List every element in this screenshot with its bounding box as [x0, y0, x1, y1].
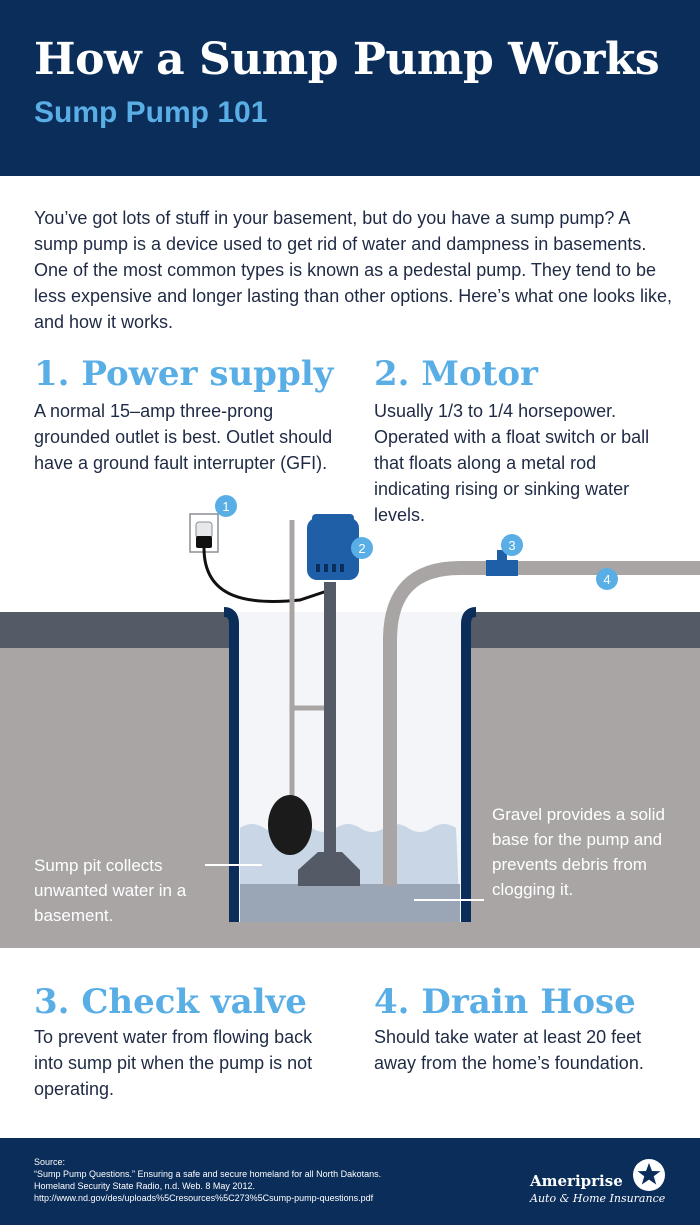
intro-paragraph: You’ve got lots of stuff in your basemen… [34, 208, 673, 332]
marker-2: 2 [351, 537, 373, 559]
brand-subtitle: Auto & Home Insurance [530, 1192, 666, 1205]
pit-wall-right [461, 607, 477, 922]
callout-sump-pit: Sump pit collects unwanted water in a ba… [34, 856, 187, 925]
source-line: “Sump Pump Questions.” Ensuring a safe a… [34, 1169, 382, 1179]
svg-text:2: 2 [358, 541, 365, 556]
section-title-motor: 2. Motor [374, 354, 538, 394]
section-text-check-valve: To prevent water from flowing back into … [34, 1027, 313, 1099]
footer-banner [0, 1138, 700, 1225]
svg-text:3: 3 [508, 538, 515, 553]
section-text-drain-hose: Should take water at least 20 feet away … [374, 1027, 644, 1073]
svg-text:1: 1 [222, 499, 229, 514]
plug-icon [196, 536, 212, 548]
float-ball [268, 795, 312, 855]
pit-wall-left [223, 607, 239, 922]
motor-cap [312, 514, 354, 524]
motor-vent [332, 564, 336, 572]
outlet-face [195, 521, 213, 539]
page-subtitle: Sump Pump 101 [34, 96, 268, 129]
section-text-motor: Usually 1/3 to 1/4 horsepower. Operated … [374, 401, 650, 525]
marker-3: 3 [501, 534, 523, 556]
callout-gravel: Gravel provides a solid base for the pum… [492, 805, 665, 899]
marker-1: 1 [215, 495, 237, 517]
section-title-power-supply: 1. Power supply [34, 354, 334, 394]
motor-vent [316, 564, 320, 572]
marker-4: 4 [596, 568, 618, 590]
motor-vent [340, 564, 344, 572]
page-title: How a Sump Pump Works [34, 34, 660, 85]
brand-logo-text: Ameriprise [530, 1172, 623, 1190]
ameriprise-star-icon [633, 1159, 665, 1191]
sump-pump-diagram: 1 2 3 4 [0, 495, 700, 948]
pump-base [298, 852, 360, 886]
pump-shaft [324, 582, 336, 852]
drain-hose [383, 561, 700, 886]
section-text-power-supply: A normal 15–amp three-prong grounded out… [34, 401, 333, 473]
svg-text:4: 4 [603, 572, 610, 587]
gravel [240, 884, 460, 922]
section-title-drain-hose: 4. Drain Hose [374, 982, 636, 1022]
source-label: Source: [34, 1157, 66, 1167]
section-title-check-valve: 3. Check valve [34, 982, 307, 1022]
source-line: Homeland Security State Radio, n.d. Web.… [34, 1181, 255, 1191]
check-valve-handle [497, 550, 507, 562]
motor-vent [324, 564, 328, 572]
source-link[interactable]: http://www.nd.gov/des/uploads%5Cresource… [34, 1193, 374, 1203]
check-valve-icon [486, 560, 518, 576]
header-banner [0, 0, 700, 176]
